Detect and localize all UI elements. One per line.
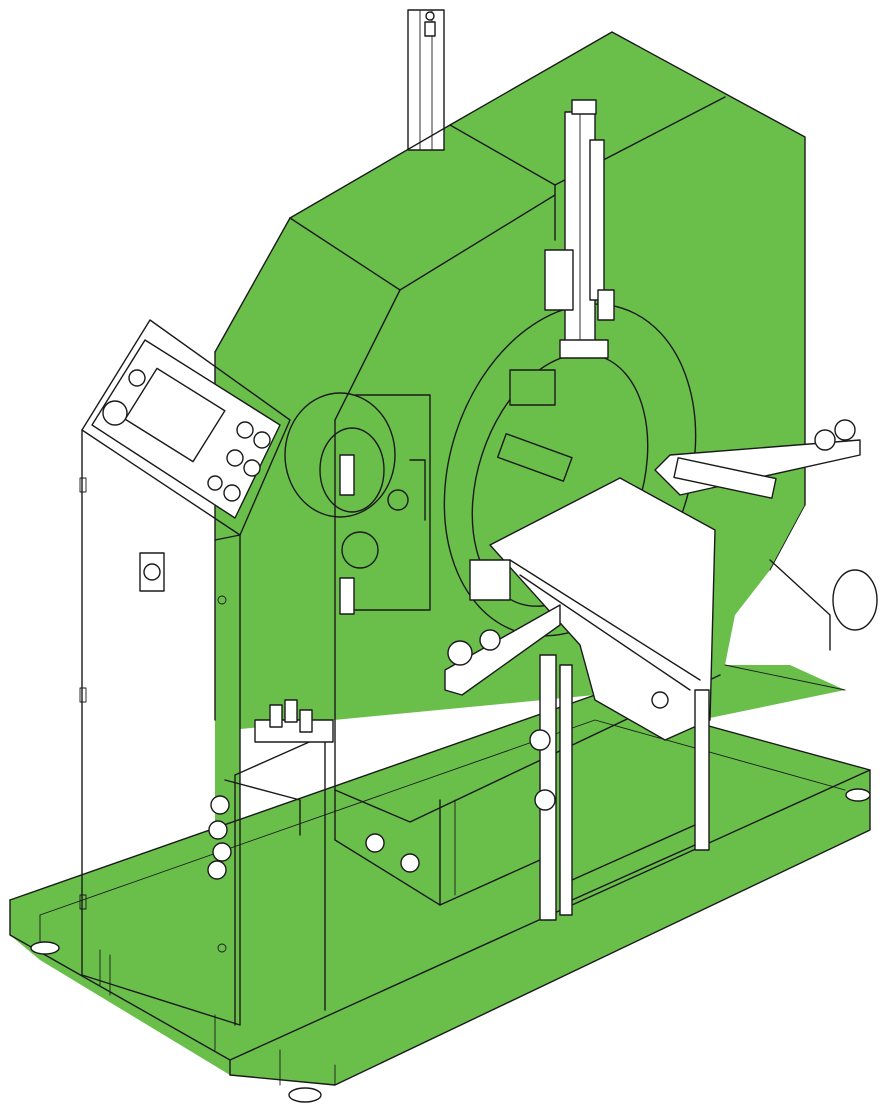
foot (845, 788, 871, 802)
base-frame (9, 694, 871, 1103)
conveyor-table (444, 419, 878, 921)
emergency-stop-button (102, 400, 128, 426)
port-hole (400, 853, 420, 873)
clamp (339, 454, 355, 496)
foot (30, 941, 60, 955)
control-button (207, 475, 223, 491)
cabinet-highlight (215, 705, 240, 1020)
outfeed-roller (832, 569, 878, 631)
main-housing (214, 31, 806, 906)
clamp (339, 577, 355, 615)
control-button (236, 421, 254, 439)
adjust-knob (534, 789, 556, 811)
key-switch (128, 369, 146, 387)
control-cabinet (79, 319, 291, 1026)
right-support (724, 504, 846, 691)
control-button (253, 431, 271, 449)
control-button (243, 459, 261, 477)
control-button (223, 484, 241, 502)
port-hole (365, 833, 385, 853)
highlight-region (10, 32, 870, 1085)
valve-assembly (207, 699, 334, 1026)
conveyor-bed (489, 477, 716, 741)
top-mast (407, 9, 445, 151)
touch-screen (124, 367, 226, 463)
left-guide-arm (444, 604, 561, 696)
foot (288, 1087, 322, 1103)
press-cylinder (544, 99, 615, 359)
control-button (226, 449, 244, 467)
film-roll-unit (284, 392, 431, 615)
adjust-knob (529, 729, 551, 751)
